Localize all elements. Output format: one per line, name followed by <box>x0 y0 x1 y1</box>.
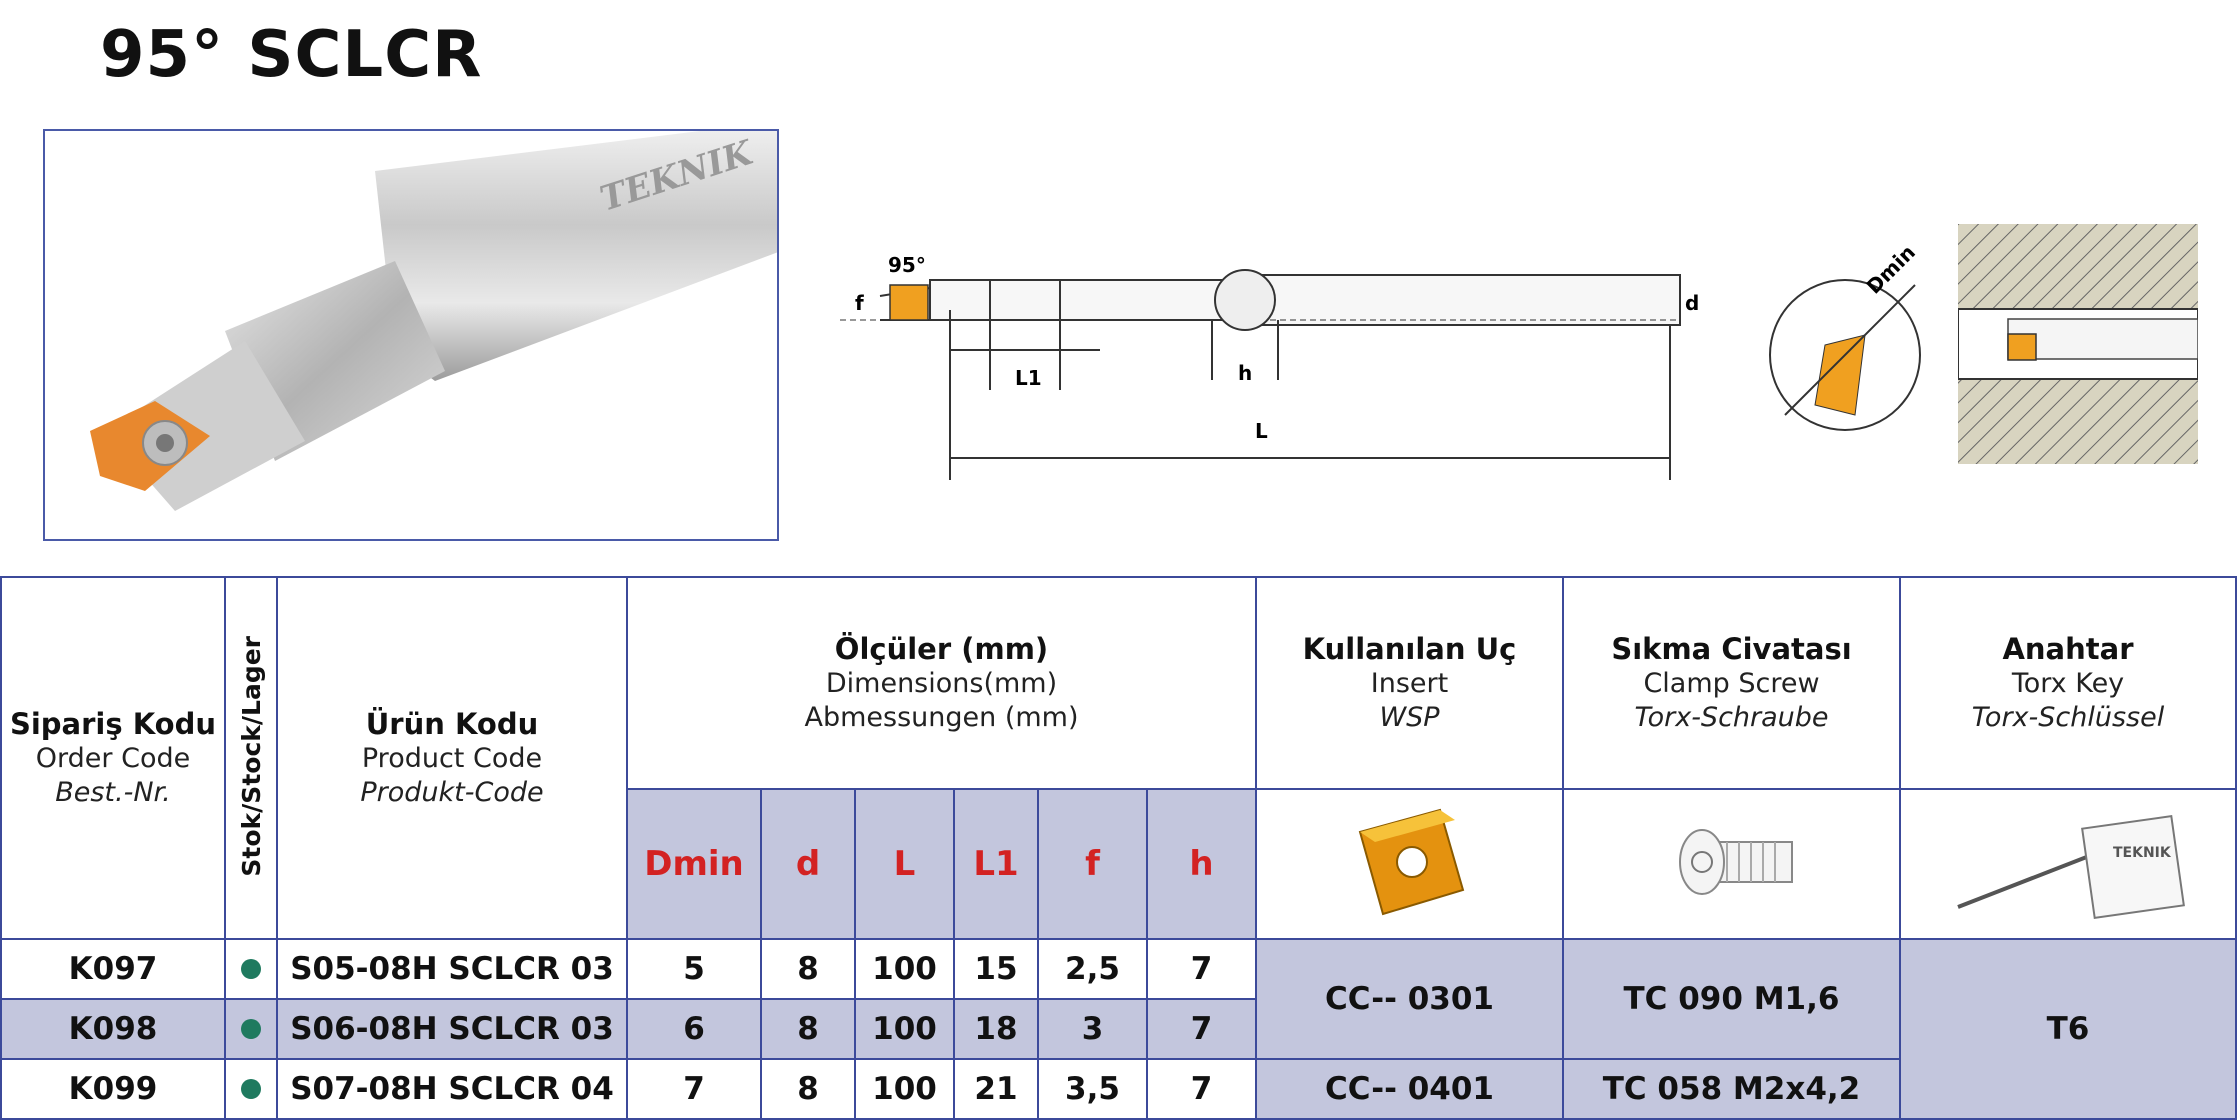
header-stock: Stok/Stock/Lager <box>224 576 278 940</box>
order-code: K099 <box>0 1058 226 1120</box>
bore-section-view <box>1958 224 2198 464</box>
dim-h: 7 <box>1146 1058 1257 1120</box>
dim-col-f: f <box>1037 788 1148 940</box>
dim-col-l1: L1 <box>953 788 1039 940</box>
insert-icon <box>1358 808 1464 916</box>
dim-f: 2,5 <box>1037 938 1148 1000</box>
dim-d: 8 <box>760 998 856 1060</box>
dim-l: 100 <box>854 1058 955 1120</box>
in-stock-dot-icon <box>241 959 261 979</box>
d-label: d <box>1685 291 1699 315</box>
dim-col-l: L <box>854 788 955 940</box>
dim-dmin: 6 <box>626 998 762 1060</box>
l1-label: L1 <box>1015 366 1042 390</box>
f-label: f <box>855 291 864 315</box>
dim-h: 7 <box>1146 938 1257 1000</box>
product-photo: TEKNIK <box>43 129 779 541</box>
product-code: S07-08H SCLCR 04 <box>276 1058 628 1120</box>
key-code: T6 <box>1899 938 2237 1120</box>
dim-col-h: h <box>1146 788 1257 940</box>
dim-d: 8 <box>760 938 856 1000</box>
in-stock-dot-icon <box>241 1019 261 1039</box>
torx-key-icon: TEKNIK <box>1957 815 2185 919</box>
key-image-cell: TEKNIK <box>1899 788 2237 940</box>
in-stock-dot-icon <box>241 1079 261 1099</box>
dim-f: 3,5 <box>1037 1058 1148 1120</box>
order-code: K098 <box>0 998 226 1060</box>
key-brand: TEKNIK <box>2113 845 2172 861</box>
dim-col-d: d <box>760 788 856 940</box>
order-code: K097 <box>0 938 226 1000</box>
dim-dmin: 7 <box>626 1058 762 1120</box>
product-code: S06-08H SCLCR 03 <box>276 998 628 1060</box>
h-label: h <box>1238 361 1252 385</box>
screw-code-1: TC 090 M1,6 <box>1562 938 1901 1060</box>
dimension-diagram: 95° f L1 h d L <box>840 253 1699 480</box>
insert-code-2: CC-- 0401 <box>1255 1058 1564 1120</box>
dmin-label: Dmin <box>1862 245 1920 299</box>
header-dimensions: Ölçüler (mm) Dimensions(mm) Abmessungen … <box>626 576 1257 790</box>
header-order-code: Sipariş Kodu Order Code Best.-Nr. <box>0 576 226 940</box>
dim-dmin: 5 <box>626 938 762 1000</box>
page-title: 95° SCLCR <box>100 18 483 92</box>
table-row: K097 S05-08H SCLCR 03 5 8 100 15 2,5 7 C… <box>0 938 2237 1120</box>
dmin-detail: Dmin <box>1769 245 1921 431</box>
insert-image-cell <box>1255 788 1564 940</box>
dim-col-dmin: Dmin <box>626 788 762 940</box>
dim-f: 3 <box>1037 998 1148 1060</box>
table-row: K098 S06-08H SCLCR 03 6 8 100 18 3 7 <box>0 998 2236 1060</box>
header-torx-key: Anahtar Torx Key Torx-Schlüssel <box>1899 576 2237 790</box>
dim-l1: 21 <box>953 1058 1039 1120</box>
stock-indicator <box>224 998 278 1060</box>
boring-bar-image: TEKNIK <box>90 131 777 511</box>
screw-icon <box>1678 829 1793 895</box>
header-clamp-screw: Sıkma Civatası Clamp Screw Torx-Schraube <box>1562 576 1901 790</box>
product-code: S05-08H SCLCR 03 <box>276 938 628 1000</box>
dim-l1: 18 <box>953 998 1039 1060</box>
stock-indicator <box>224 1058 278 1120</box>
header-insert: Kullanılan Uç Insert WSP <box>1255 576 1564 790</box>
dim-d: 8 <box>760 1058 856 1120</box>
insert-code-1: CC-- 0301 <box>1255 938 1564 1060</box>
dim-l1: 15 <box>953 938 1039 1000</box>
header-product-code: Ürün Kodu Product Code Produkt-Code <box>276 576 628 940</box>
screw-image-cell <box>1562 788 1901 940</box>
l-label: L <box>1255 419 1268 443</box>
dim-l: 100 <box>854 938 955 1000</box>
screw-code-2: TC 058 M2x4,2 <box>1562 1058 1901 1120</box>
dim-l: 100 <box>854 998 955 1060</box>
angle-label: 95° <box>888 253 926 277</box>
dim-h: 7 <box>1146 998 1257 1060</box>
stock-indicator <box>224 938 278 1000</box>
spec-table: Sipariş Kodu Order Code Best.-Nr. Stok/S… <box>0 576 2237 1120</box>
